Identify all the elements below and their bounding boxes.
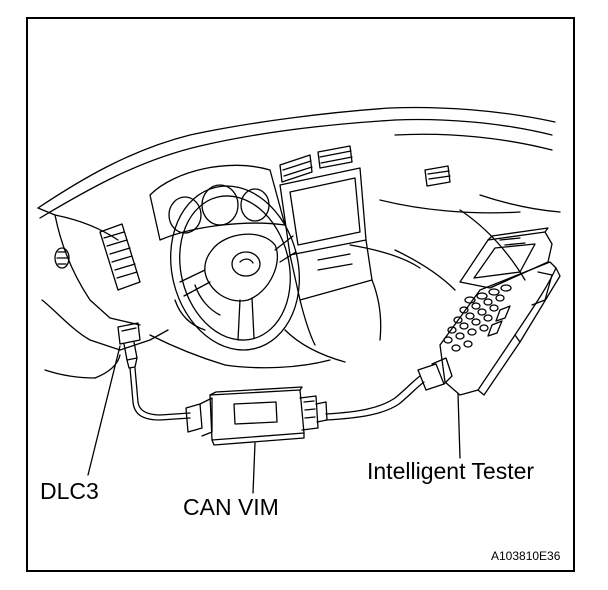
dashboard-outline — [37, 106, 561, 379]
right-air-vent — [424, 165, 451, 187]
figure-code: A103810E36 — [491, 549, 561, 563]
side-vent — [54, 247, 70, 269]
instrument-cluster — [149, 164, 286, 241]
center-air-vents — [279, 145, 353, 183]
tester-leader-line — [457, 393, 461, 459]
cable-vim-to-tester — [325, 375, 425, 421]
intelligent-tester-label: Intelligent Tester — [367, 458, 535, 484]
can-vim-label: CAN VIM — [183, 494, 279, 520]
intelligent-tester-device — [417, 227, 561, 396]
dlc3-connector — [117, 322, 141, 369]
steering-wheel — [170, 185, 300, 351]
center-console — [279, 167, 382, 346]
dlc3-label: DLC3 — [40, 478, 99, 504]
tester-keypad — [443, 284, 512, 352]
cable-dlc3-to-vim — [129, 367, 191, 421]
left-air-vent — [99, 223, 141, 291]
dlc3-leader-line — [87, 345, 121, 476]
can-vim-module — [185, 386, 328, 446]
can-vim-leader-line — [252, 442, 256, 494]
figure-frame — [26, 17, 575, 572]
